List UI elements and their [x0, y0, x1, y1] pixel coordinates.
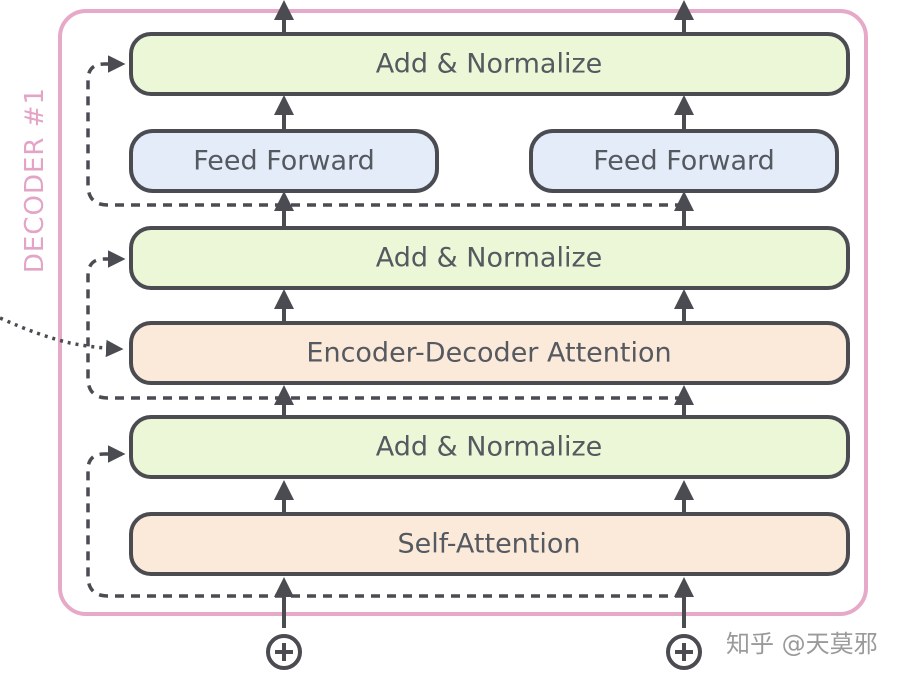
- plus-circle-icon: [666, 634, 702, 670]
- plus-circle-icon: [266, 634, 302, 670]
- add-normalize-top-box: [129, 32, 850, 96]
- add-normalize-bottom-box: [129, 415, 850, 479]
- encoder-decoder-attention-box: [129, 321, 850, 385]
- add-normalize-mid-label: Add & Normalize: [376, 243, 602, 274]
- feed-forward-right-box: [529, 129, 839, 193]
- add-normalize-top-label: Add & Normalize: [376, 49, 602, 80]
- feed-forward-left-box: [129, 129, 439, 193]
- watermark: 知乎 @天莫邪: [726, 630, 878, 658]
- residual-connection-3: [86, 55, 684, 207]
- encoder-decoder-attention-label: Encoder-Decoder Attention: [306, 338, 671, 369]
- add-normalize-mid-box: [129, 226, 850, 290]
- feed-forward-left-label: Feed Forward: [193, 146, 375, 177]
- feed-forward-right-label: Feed Forward: [593, 146, 775, 177]
- residual-connection-1: [86, 445, 684, 598]
- residual-connection-2: [86, 250, 684, 400]
- encoder-output-connection: [0, 316, 124, 358]
- decoder-label: DECODER #1: [20, 87, 50, 273]
- self-attention-label: Self-Attention: [397, 529, 580, 560]
- decoder-frame: [58, 9, 868, 616]
- add-normalize-bottom-label: Add & Normalize: [376, 432, 602, 463]
- self-attention-box: [129, 512, 850, 576]
